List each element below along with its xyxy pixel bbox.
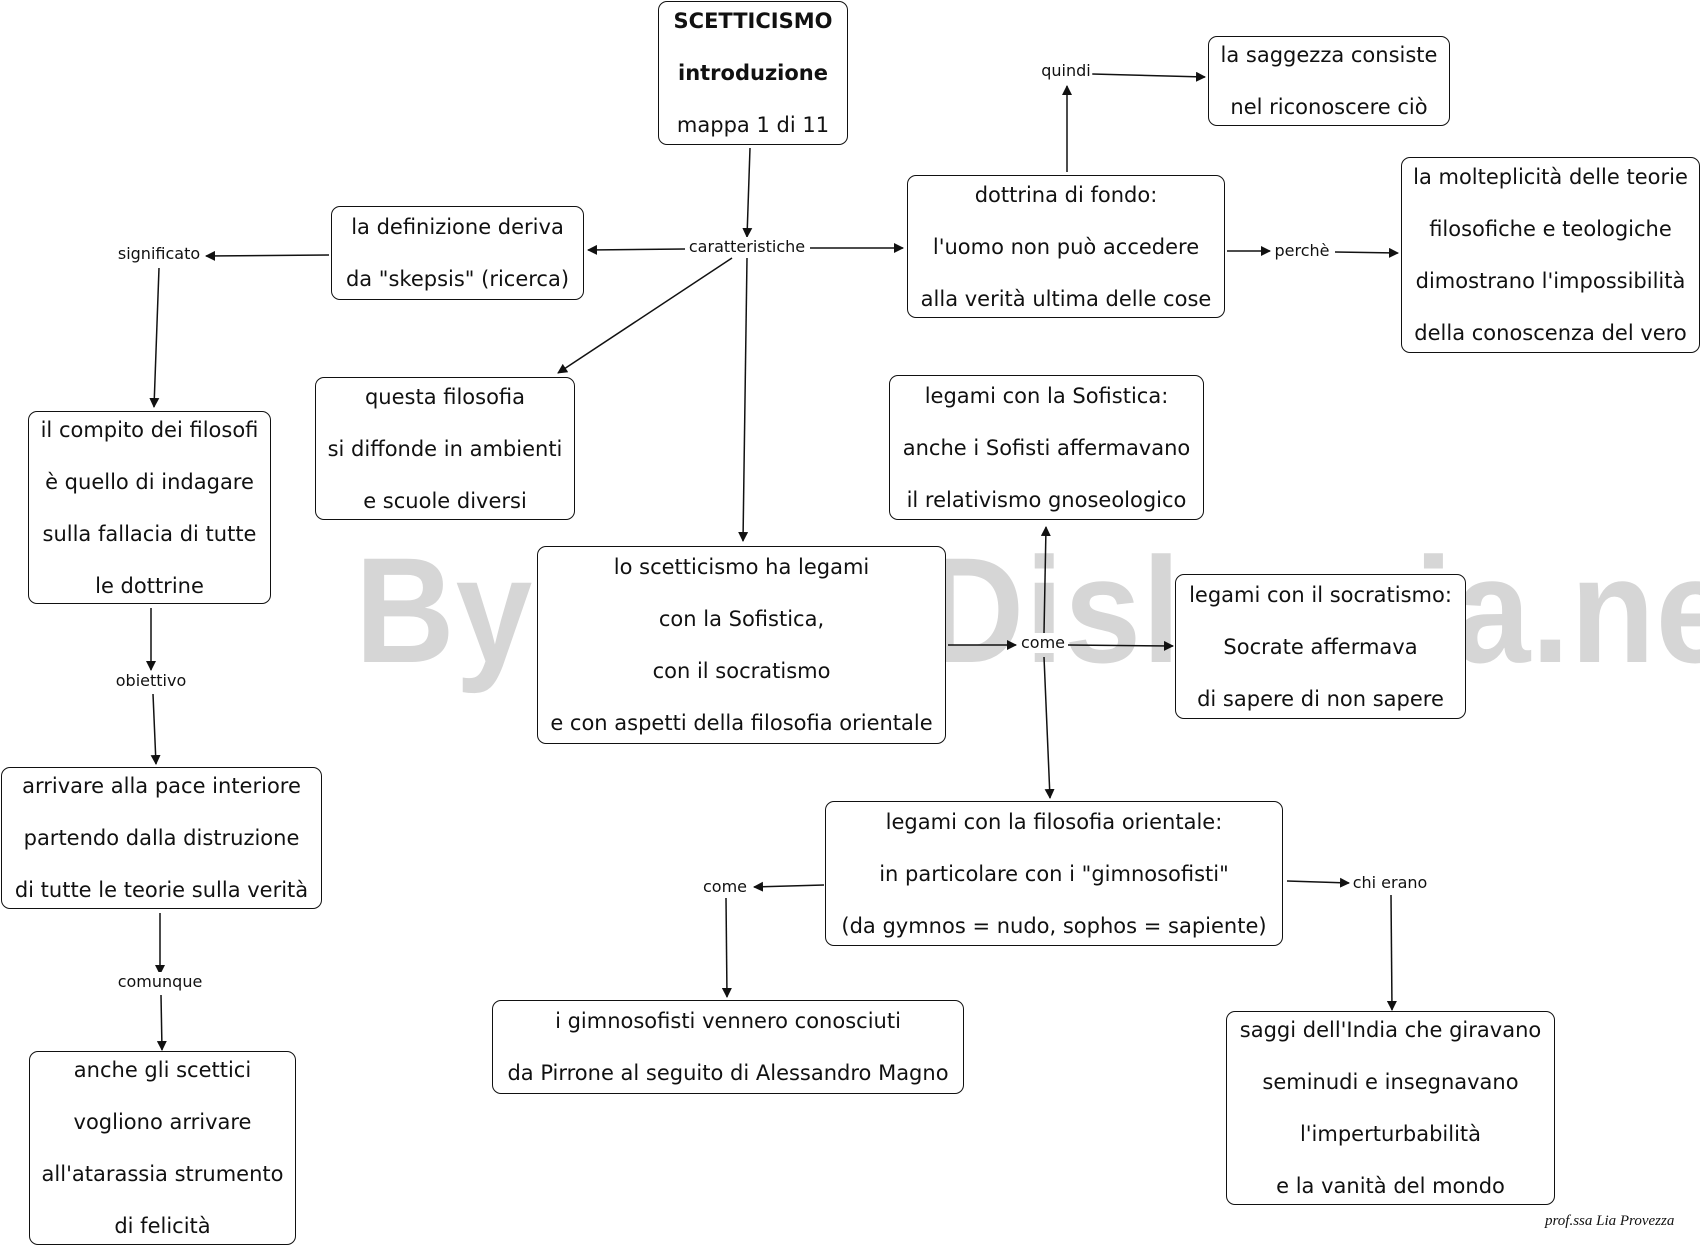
title-line-2: introduzione [678, 61, 828, 85]
dottrina-line-2: l'uomo non può accedere [932, 234, 1200, 259]
edge-come-orientale [1043, 656, 1055, 799]
compito-line-4: le dottrine [95, 573, 204, 598]
label-comunque: comunque [115, 972, 205, 992]
sofistica-line-2: anche i Sofisti affermavano [902, 435, 1191, 460]
legami-line-2: con la Sofistica, [658, 607, 825, 631]
socratismo-line-1: legami con il socratismo: [1189, 582, 1452, 607]
compito-line-3: sulla fallacia di tutte [42, 521, 257, 546]
label-quindi: quindi [1039, 61, 1093, 81]
node-molteplicita: la molteplicità delle teorie filosofiche… [1401, 157, 1700, 353]
node-legami: lo scetticismo ha legami con la Sofistic… [537, 546, 946, 744]
sofistica-line-1: legami con la Sofistica: [924, 383, 1169, 408]
atarassia-line-4: di felicità [114, 1214, 211, 1238]
atarassia-line-2: vogliono arrivare [73, 1110, 252, 1134]
node-dottrina: dottrina di fondo: l'uomo non può accede… [907, 175, 1225, 318]
legami-line-3: con il socratismo [652, 659, 831, 683]
node-orientale: legami con la filosofia orientale: in pa… [825, 801, 1283, 946]
orientale-line-1: legami con la filosofia orientale: [885, 809, 1223, 834]
orientale-line-2: in particolare con i "gimnosofisti" [879, 861, 1229, 886]
atarassia-line-3: all'atarassia strumento [41, 1162, 284, 1186]
node-compito: il compito dei filosofi è quello di inda… [28, 411, 271, 604]
compito-line-2: è quello di indagare [45, 469, 254, 494]
orientale-line-3: (da gymnos = nudo, sophos = sapiente) [841, 913, 1267, 938]
socratismo-line-3: di sapere di non sapere [1197, 686, 1444, 711]
label-chi-erano: chi erano [1350, 873, 1430, 893]
edge-caratteristiche-diffonde [557, 257, 733, 374]
atarassia-line-1: anche gli scettici [73, 1058, 252, 1082]
socratismo-line-2: Socrate affermava [1223, 634, 1418, 659]
molteplicita-line-1: la molteplicità delle teorie [1413, 165, 1688, 189]
edge-perche-molteplicita [1334, 247, 1399, 258]
saggi-line-1: saggi dell'India che giravano [1239, 1018, 1542, 1042]
molteplicita-line-3: dimostrano l'impossibilità [1415, 269, 1686, 293]
saggi-line-3: l'imperturbabilità [1299, 1122, 1482, 1146]
molteplicita-line-4: della conoscenza del vero [1414, 321, 1687, 345]
edge-orientale-chierano [1286, 877, 1350, 888]
label-caratteristiche: caratteristiche [686, 237, 808, 257]
node-saggezza: la saggezza consiste nel riconoscere ciò [1208, 36, 1450, 126]
label-perche: perchè [1272, 241, 1332, 261]
edge-come-socratismo [1067, 640, 1174, 651]
edge-come-gimnosofisti [721, 897, 732, 998]
gimnosofisti-line-2: da Pirrone al seguito di Alessandro Magn… [507, 1061, 949, 1085]
diffonde-line-3: e scuole diversi [363, 488, 527, 513]
node-pace: arrivare alla pace interiore partendo da… [1, 767, 322, 909]
node-title: SCETTICISMO introduzione mappa 1 di 11 [658, 1, 848, 145]
label-obiettivo: obiettivo [113, 671, 189, 691]
edge-comunque-atarassia [156, 994, 167, 1051]
definizione-line-1: la definizione deriva [351, 215, 564, 239]
node-saggi: saggi dell'India che giravano seminudi e… [1226, 1011, 1555, 1205]
pace-line-2: partendo dalla distruzione [23, 826, 300, 850]
node-atarassia: anche gli scettici vogliono arrivare all… [29, 1051, 296, 1245]
legami-line-4: e con aspetti della filosofia orientale [550, 711, 933, 735]
edge-definizione-significato [205, 250, 330, 261]
dottrina-line-1: dottrina di fondo: [974, 182, 1158, 207]
node-diffonde: questa filosofia si diffonde in ambienti… [315, 377, 575, 520]
node-gimnosofisti: i gimnosofisti vennero conosciuti da Pir… [492, 1000, 964, 1094]
legami-line-1: lo scetticismo ha legami [613, 555, 870, 579]
dottrina-line-3: alla verità ultima delle cose [920, 286, 1212, 311]
edge-orientale-come [753, 881, 825, 892]
edge-quindi-saggezza [1091, 71, 1206, 82]
saggezza-line-2: nel riconoscere ciò [1230, 95, 1428, 119]
saggi-line-2: seminudi e insegnavano [1262, 1070, 1519, 1094]
molteplicita-line-2: filosofiche e teologiche [1429, 217, 1672, 241]
saggezza-line-1: la saggezza consiste [1220, 43, 1438, 67]
title-line-3: mappa 1 di 11 [676, 113, 830, 137]
diffonde-line-1: questa filosofia [364, 384, 526, 409]
node-definizione: la definizione deriva da "skepsis" (rice… [331, 206, 584, 300]
compito-line-1: il compito dei filosofi [40, 417, 259, 442]
pace-line-3: di tutte le teorie sulla verità [14, 878, 309, 902]
edge-come-sofistica [1040, 526, 1051, 634]
diffonde-line-2: si diffonde in ambienti [327, 436, 563, 461]
label-significato: significato [115, 244, 203, 264]
label-come-left: come [700, 877, 750, 897]
saggi-line-4: e la vanità del mondo [1276, 1174, 1505, 1198]
gimnosofisti-line-1: i gimnosofisti vennero conosciuti [555, 1009, 901, 1033]
node-sofistica: legami con la Sofistica: anche i Sofisti… [889, 375, 1204, 520]
definizione-line-2: da "skepsis" (ricerca) [345, 267, 570, 291]
pace-line-1: arrivare alla pace interiore [22, 774, 301, 798]
edge-caratteristiche-legami [738, 257, 749, 542]
node-socratismo: legami con il socratismo: Socrate afferm… [1175, 574, 1466, 719]
signature: prof.ssa Lia Provezza [1545, 1213, 1675, 1229]
title-line-1: SCETTICISMO [673, 9, 833, 33]
edge-title-caratteristiche [742, 147, 753, 238]
edge-significato-compito [149, 267, 160, 408]
sofistica-line-3: il relativismo gnoseologico [906, 487, 1187, 512]
edge-chierano-saggi [1386, 894, 1397, 1011]
edge-caratteristiche-definizione [587, 244, 686, 255]
label-come-center: come [1018, 633, 1068, 653]
edge-obiettivo-pace [150, 693, 161, 765]
